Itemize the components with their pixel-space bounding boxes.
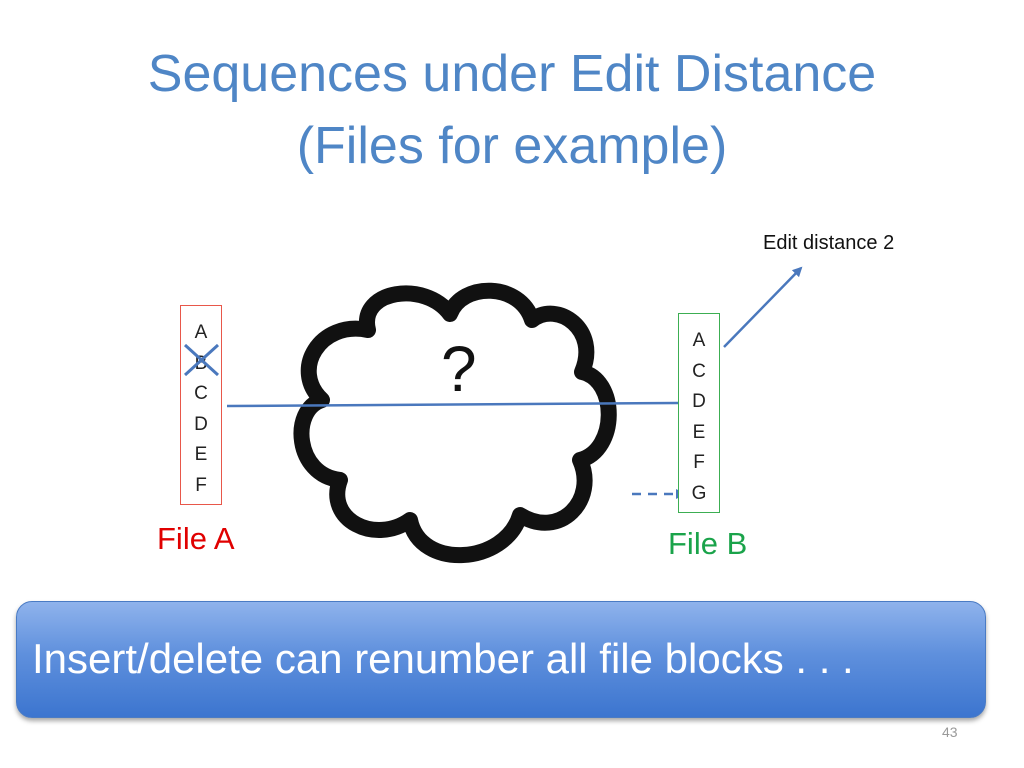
edit-distance-arrow [723, 266, 803, 348]
file-b-block: D [692, 391, 706, 412]
slide-number: 43 [942, 724, 958, 740]
mapping-line [226, 401, 679, 408]
file-b-label: File B [668, 526, 748, 561]
file-b-block: C [692, 360, 706, 382]
file-b-block: F [693, 452, 705, 473]
cloud-shape [293, 282, 617, 563]
file-b-block: A [692, 330, 706, 351]
edit-distance-label: Edit distance 2 [763, 232, 895, 254]
file-a-box: A B C D E F [180, 305, 222, 505]
title-line-2: (Files for example) [296, 117, 728, 175]
file-b-block-inserted: G [691, 482, 707, 504]
title-line-1: Sequences under Edit Distance [147, 45, 877, 103]
file-a-block: F [195, 474, 207, 496]
file-b-box: A C D E F G [678, 313, 720, 513]
banner-text: Insert/delete can renumber all file bloc… [32, 635, 854, 682]
file-a-block: A [194, 322, 208, 343]
callout-banner [16, 601, 986, 718]
file-b-block: E [692, 421, 706, 443]
file-a-block: C [194, 383, 208, 404]
question-mark: ? [441, 333, 477, 405]
slide-title: Sequences under Edit Distance (Files for… [0, 38, 1024, 182]
delete-x-icon [183, 343, 220, 377]
file-a-label: File A [157, 521, 235, 556]
file-a-block: D [194, 413, 208, 435]
file-a-block: E [194, 444, 208, 465]
